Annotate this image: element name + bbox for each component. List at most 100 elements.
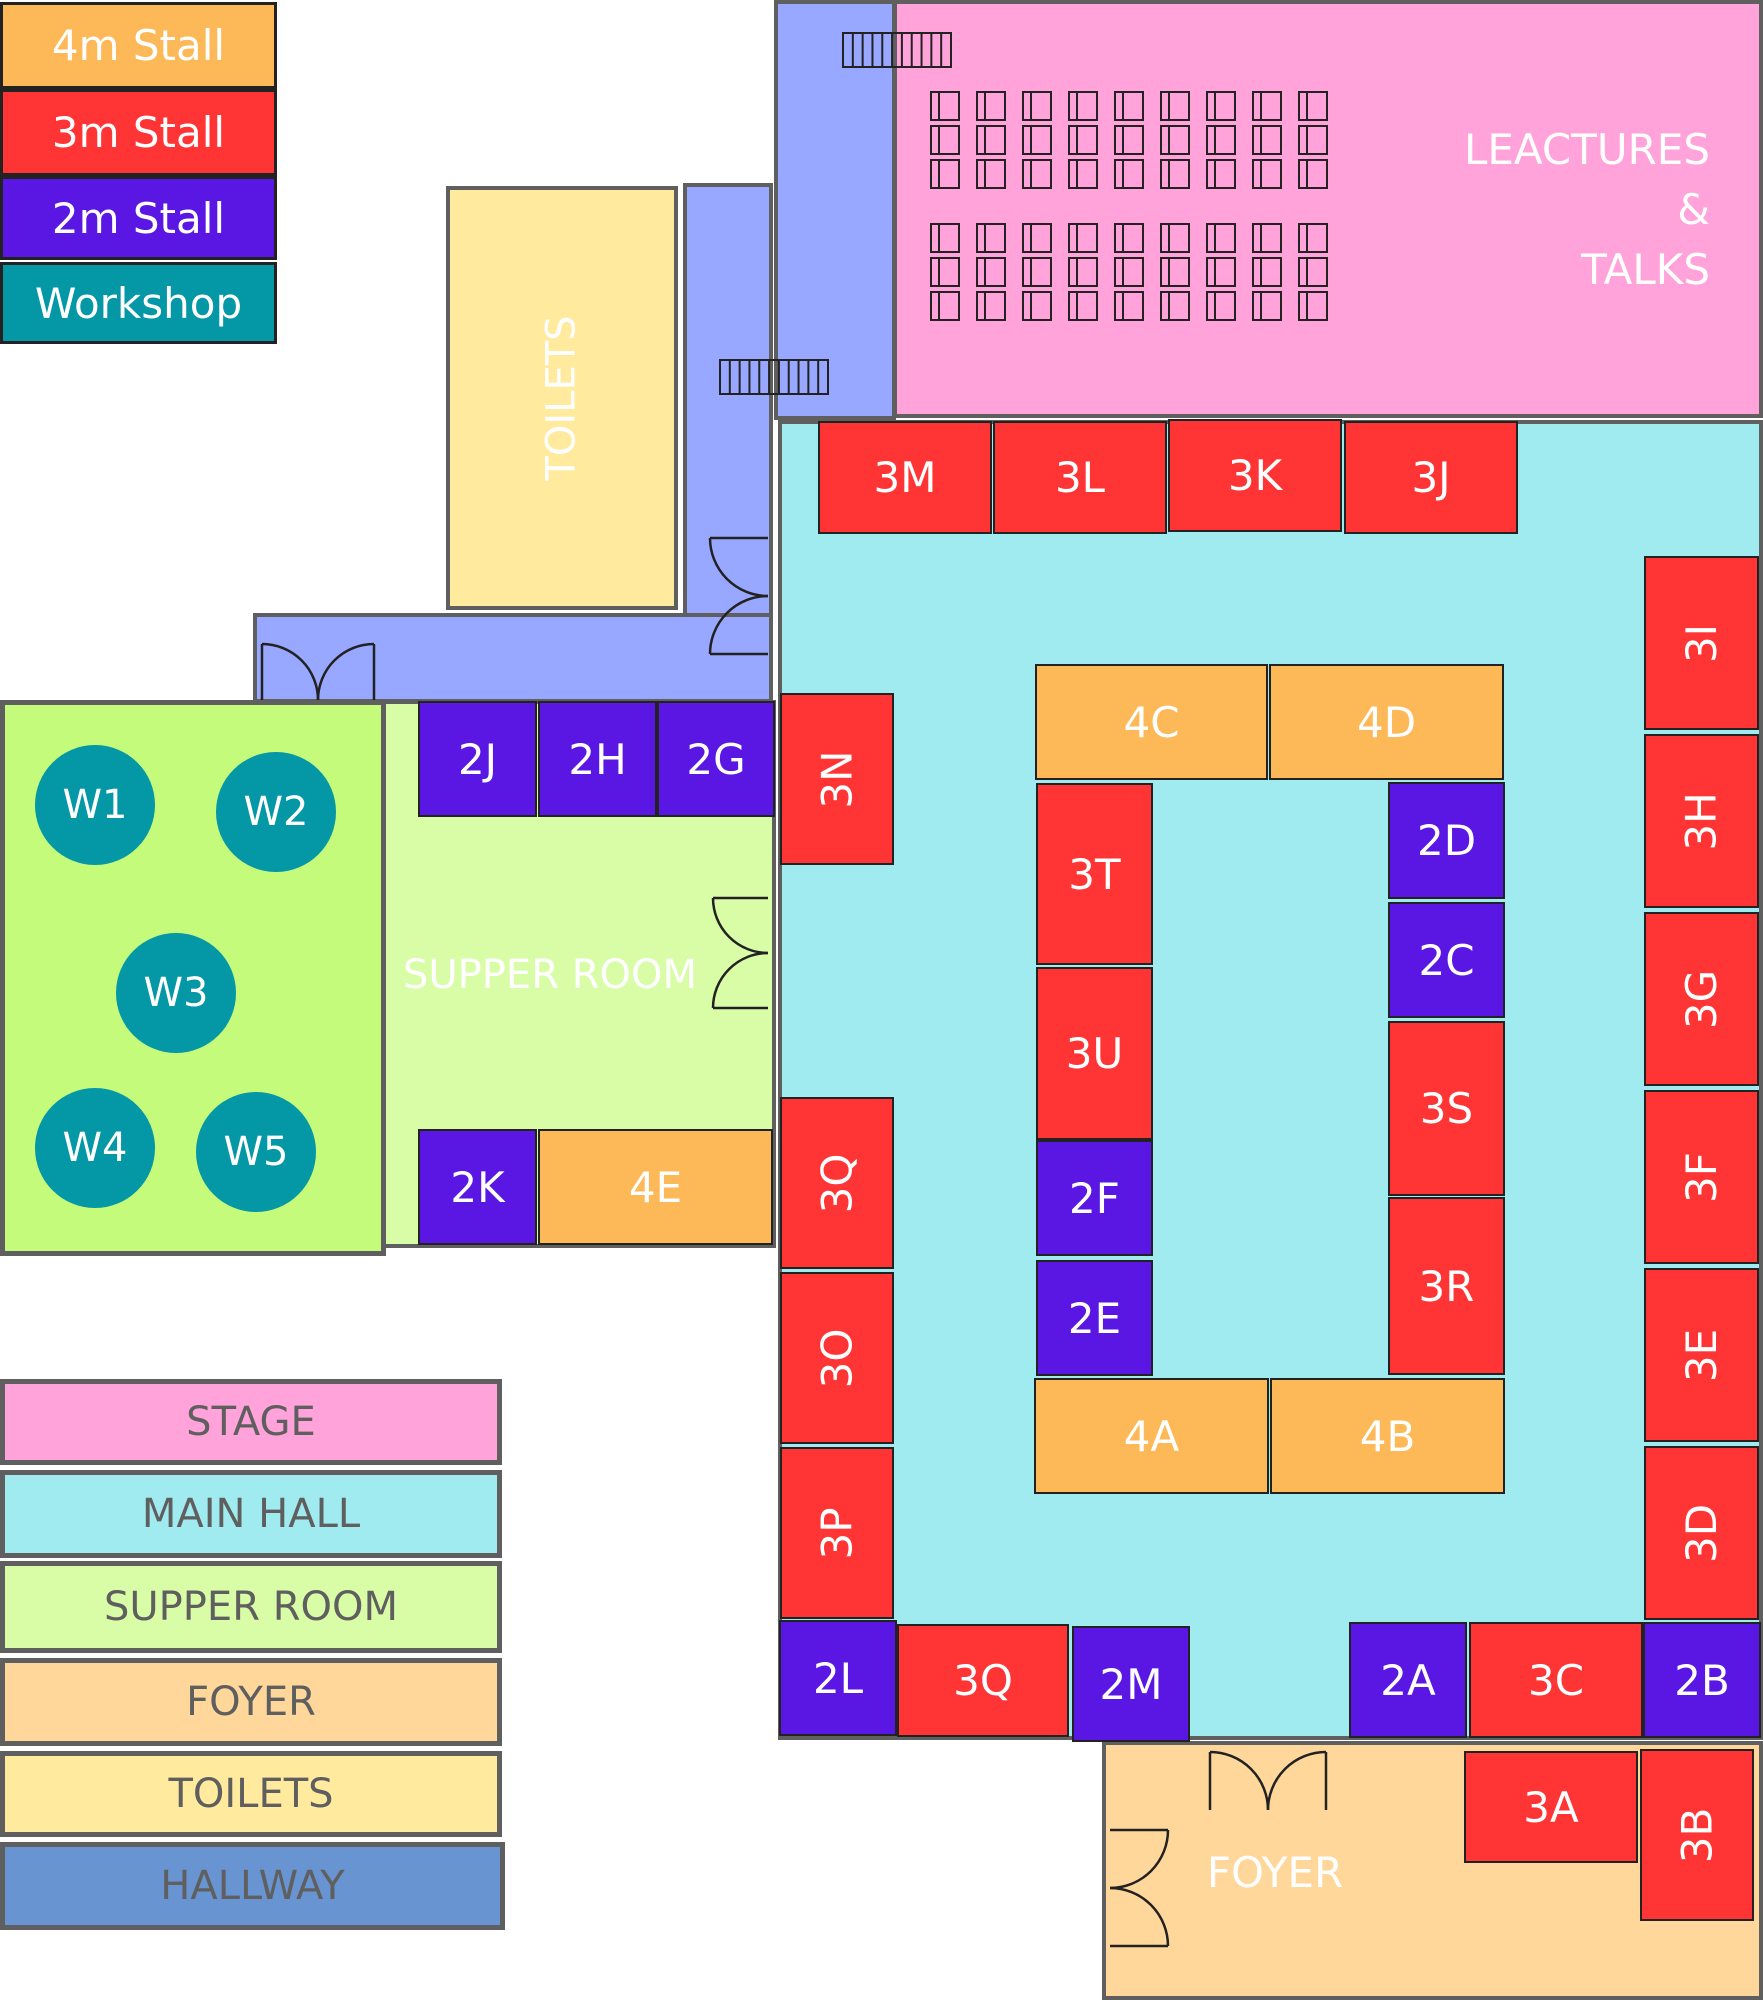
chair xyxy=(1160,91,1190,121)
stall-2d[interactable]: 2D xyxy=(1388,782,1505,899)
chair xyxy=(976,159,1006,189)
stall-2f[interactable]: 2F xyxy=(1036,1140,1153,1256)
hallway-upper xyxy=(774,0,896,420)
workshop-w5[interactable]: W5 xyxy=(196,1092,316,1212)
stage-label-line-3: TALKS xyxy=(1581,245,1710,294)
chair xyxy=(976,125,1006,155)
stall-3e[interactable]: 3E xyxy=(1644,1268,1759,1442)
chair xyxy=(1298,159,1328,189)
chair xyxy=(1114,91,1144,121)
door-swing xyxy=(261,642,320,701)
stall-2e[interactable]: 2E xyxy=(1036,1260,1153,1376)
chair xyxy=(1068,223,1098,253)
chair xyxy=(1068,257,1098,287)
stall-3q-left[interactable]: 3Q xyxy=(780,1097,894,1269)
stall-3j[interactable]: 3J xyxy=(1344,421,1518,534)
stall-4b[interactable]: 4B xyxy=(1270,1378,1505,1494)
chair xyxy=(1160,223,1190,253)
chair xyxy=(1206,91,1236,121)
stall-3f[interactable]: 3F xyxy=(1644,1090,1759,1264)
workshop-w4[interactable]: W4 xyxy=(35,1088,155,1208)
chair xyxy=(1252,291,1282,321)
stall-2b[interactable]: 2B xyxy=(1643,1622,1761,1738)
stall-3s[interactable]: 3S xyxy=(1388,1021,1505,1196)
stall-4c[interactable]: 4C xyxy=(1035,664,1268,780)
stall-4d[interactable]: 4D xyxy=(1269,664,1504,780)
stall-3i[interactable]: 3I xyxy=(1644,556,1759,730)
stall-3a[interactable]: 3A xyxy=(1464,1751,1638,1863)
chair xyxy=(1206,223,1236,253)
workshop-w2[interactable]: W2 xyxy=(216,752,336,872)
stall-3d[interactable]: 3D xyxy=(1644,1446,1759,1620)
stall-3m[interactable]: 3M xyxy=(818,421,992,534)
stall-3h[interactable]: 3H xyxy=(1644,734,1759,908)
chair xyxy=(1298,91,1328,121)
stall-3t[interactable]: 3T xyxy=(1036,783,1153,965)
door-swing xyxy=(316,642,375,701)
stall-3r[interactable]: 3R xyxy=(1388,1197,1505,1375)
chair xyxy=(1206,257,1236,287)
chair xyxy=(930,159,960,189)
stall-3p[interactable]: 3P xyxy=(780,1447,894,1619)
chair xyxy=(1068,91,1098,121)
stall-2h[interactable]: 2H xyxy=(538,701,657,817)
chair xyxy=(1160,125,1190,155)
legend-stage: STAGE xyxy=(0,1379,502,1465)
chair xyxy=(976,223,1006,253)
stall-3b[interactable]: 3B xyxy=(1640,1749,1754,1921)
supper-room-label: SUPPER ROOM xyxy=(403,952,697,998)
stall-3c[interactable]: 3C xyxy=(1469,1622,1643,1738)
workshop-w1[interactable]: W1 xyxy=(35,745,155,865)
stall-3n[interactable]: 3N xyxy=(780,693,894,865)
stage-title: LEACTURES & TALKS xyxy=(1420,120,1710,300)
chair xyxy=(1160,291,1190,321)
chair xyxy=(1252,257,1282,287)
chair xyxy=(1206,291,1236,321)
stall-3o[interactable]: 3O xyxy=(780,1272,894,1444)
stall-4a[interactable]: 4A xyxy=(1034,1378,1269,1494)
chair xyxy=(1298,291,1328,321)
chair xyxy=(1114,223,1144,253)
stall-3g[interactable]: 3G xyxy=(1644,912,1759,1086)
legend-hallway: HALLWAY xyxy=(0,1842,505,1930)
door-swing xyxy=(711,897,769,955)
chair xyxy=(1022,291,1052,321)
legend-3m-stall: 3m Stall xyxy=(0,89,277,176)
stall-2k[interactable]: 2K xyxy=(418,1129,537,1245)
chair xyxy=(1068,159,1098,189)
stage-seating xyxy=(930,91,1328,321)
main-hall-zone xyxy=(778,420,1763,1740)
stall-2a[interactable]: 2A xyxy=(1349,1622,1467,1738)
stall-3l[interactable]: 3L xyxy=(993,421,1167,534)
chair xyxy=(1114,125,1144,155)
stall-2c[interactable]: 2C xyxy=(1388,902,1505,1018)
stall-3q-bottom[interactable]: 3Q xyxy=(897,1624,1069,1737)
stall-2l[interactable]: 2L xyxy=(779,1620,897,1736)
toilets-zone: TOILETS xyxy=(446,186,678,610)
stall-2m[interactable]: 2M xyxy=(1072,1626,1190,1742)
chair xyxy=(1298,223,1328,253)
stage-label-line-2: & xyxy=(1677,185,1710,234)
stall-3k[interactable]: 3K xyxy=(1168,419,1342,532)
door-swing xyxy=(1209,1750,1270,1811)
legend-main-hall: MAIN HALL xyxy=(0,1470,502,1558)
stall-4e[interactable]: 4E xyxy=(538,1129,773,1245)
door-swing xyxy=(708,537,769,598)
chair xyxy=(930,223,960,253)
doors xyxy=(260,536,1328,1948)
chair xyxy=(1114,257,1144,287)
stall-3u[interactable]: 3U xyxy=(1036,967,1153,1140)
workshop-w3[interactable]: W3 xyxy=(116,933,236,1053)
chair xyxy=(1298,257,1328,287)
stall-2g[interactable]: 2G xyxy=(657,701,775,817)
stall-2j[interactable]: 2J xyxy=(418,701,537,817)
chair xyxy=(1252,125,1282,155)
chair xyxy=(1068,291,1098,321)
chair xyxy=(1206,125,1236,155)
chair xyxy=(930,257,960,287)
chair xyxy=(1114,291,1144,321)
legend-workshop: Workshop xyxy=(0,262,277,344)
chair xyxy=(1298,125,1328,155)
stair-outline xyxy=(842,32,952,68)
